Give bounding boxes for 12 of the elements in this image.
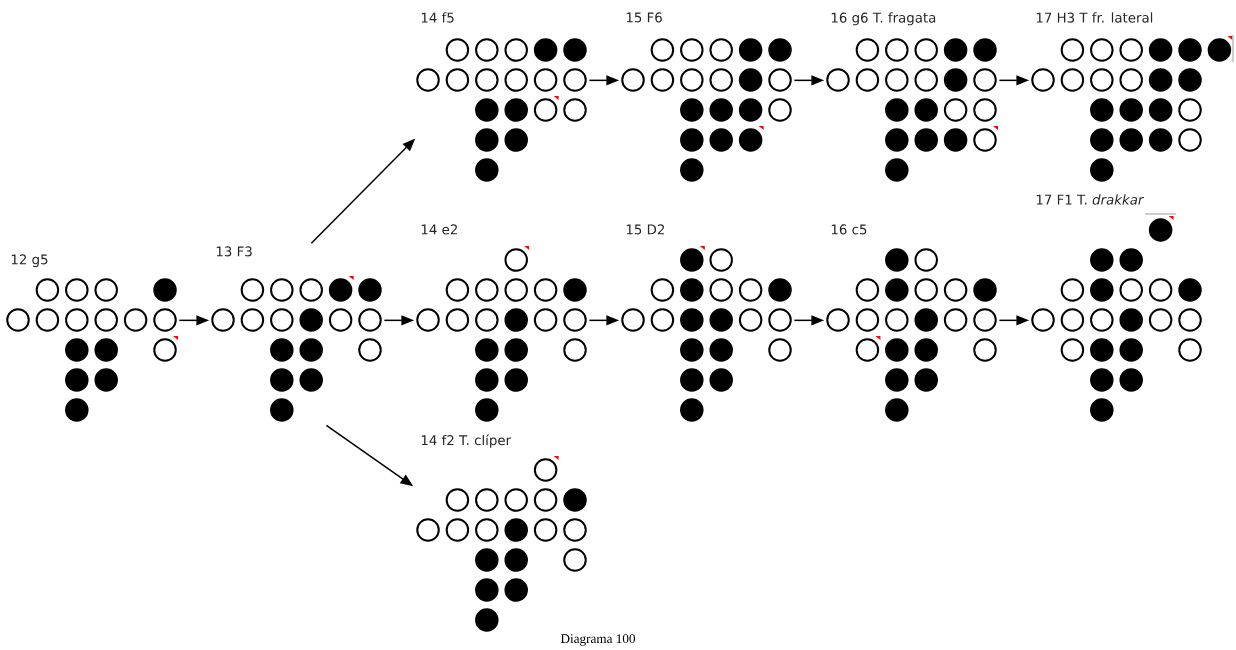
board-heading: 17 F1 T. drakkar [1036, 194, 1145, 205]
board-heading: 12 g5 [11, 254, 48, 268]
board-heading: 14 f2 T. clíper [421, 434, 512, 448]
board-heading: 14 e2 [421, 224, 457, 235]
board-heading: 16 g6 T. fragata [831, 12, 936, 26]
board-heading: 15 F6 [626, 12, 662, 23]
board-heading: 17 H3 T fr. lateral [1036, 12, 1153, 23]
board-heading: 14 f5 [421, 12, 454, 23]
caption: Diagrama 100 [560, 634, 636, 646]
board-heading: 15 D2 [626, 224, 665, 235]
board-heading: 16 c5 [831, 224, 867, 235]
board-heading: 13 F3 [216, 246, 252, 257]
